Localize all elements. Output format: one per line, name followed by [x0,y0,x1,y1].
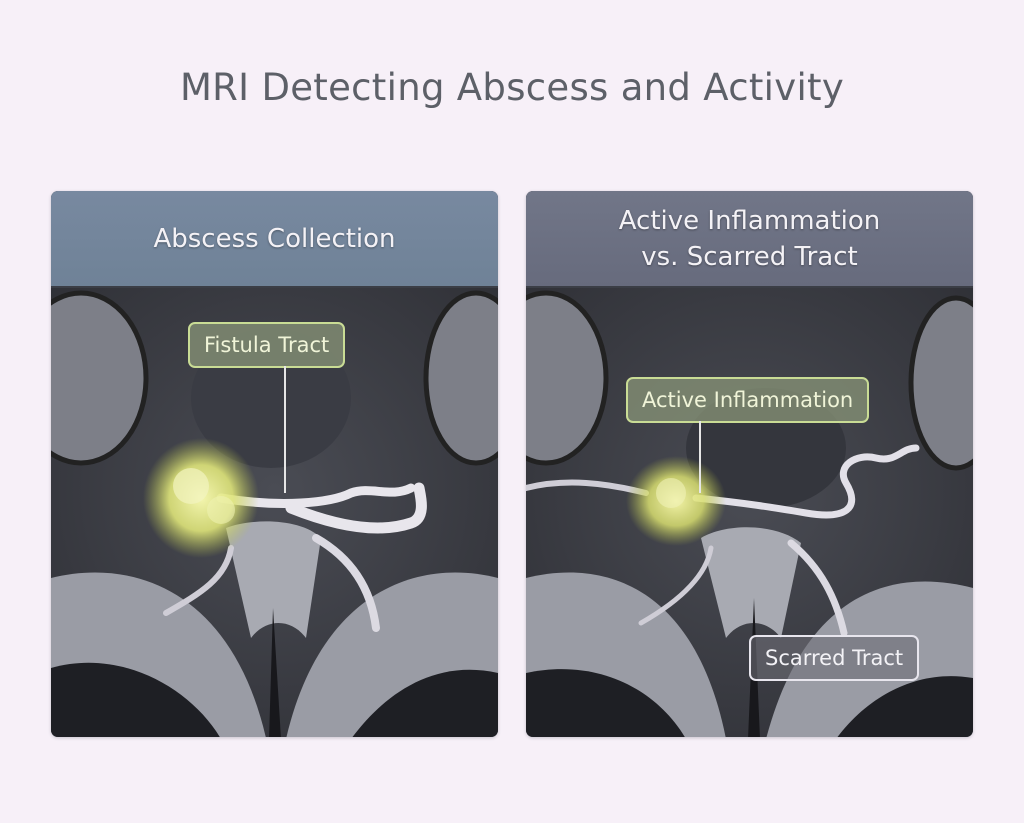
callout-active-inflammation: Active Inflammation [626,377,870,423]
callout-scarred-tract: Scarred Tract [749,635,920,681]
leader-line [699,421,701,493]
callout-fistula-tract: Fistula Tract [188,322,346,368]
mri-image-abscess [51,286,498,737]
panel-header-line-2: vs. Scarred Tract [641,241,858,272]
panel-header-line-1: Active Inflammation [618,205,881,236]
page-title: MRI Detecting Abscess and Activity [179,66,845,109]
panel-abscess-collection: Abscess Collection [51,191,498,737]
leader-line [284,366,286,493]
panel-header: Active Inflammation vs. Scarred Tract [526,191,973,286]
panel-active-vs-scarred: Active Inflammation vs. Scarred Tract [526,191,973,737]
mri-image-inflammation [526,286,973,737]
panel-header-label: Abscess Collection [153,223,396,254]
panel-header: Abscess Collection [51,191,498,286]
